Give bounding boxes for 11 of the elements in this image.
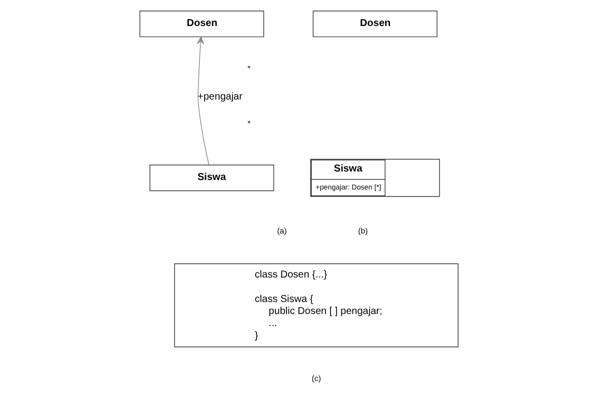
label: *: [247, 64, 250, 74]
label: (c): [311, 374, 320, 384]
arrow: [196, 36, 209, 166]
node-box: Dosen: [139, 10, 264, 38]
node-box: Dosen: [312, 10, 437, 38]
label: (b): [358, 226, 368, 236]
node-box: Siswa: [149, 164, 274, 192]
edge-label: +pengajar: [197, 91, 242, 102]
label: *: [247, 119, 250, 128]
label: (a): [276, 226, 286, 236]
node-box: class Dosen {...} class Siswa { public Dosen [ ] pengajar; ... }: [174, 263, 458, 348]
